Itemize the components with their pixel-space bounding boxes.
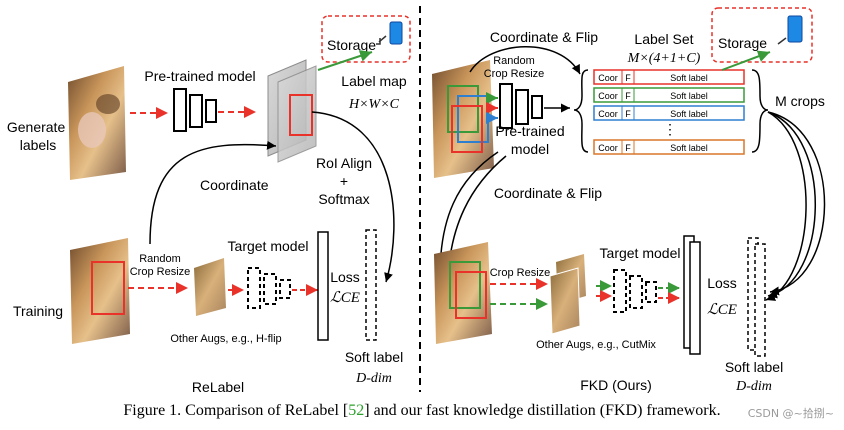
- storage-drive-icon-right: [787, 15, 803, 43]
- loss-symbol-left: ℒCE: [330, 290, 360, 306]
- plus-label: +: [340, 173, 348, 189]
- cropped-images-right: [549, 254, 586, 335]
- coord-flip-top-label: Coordinate & Flip: [490, 29, 598, 45]
- figure-caption: Figure 1. Comparison of ReLabel [52] and…: [123, 402, 721, 419]
- soft-label-vector-left: [365, 229, 377, 341]
- coordinate-curve-left: [149, 140, 277, 245]
- loss-label-left: Loss: [330, 269, 360, 285]
- row-soft-label: Soft label: [670, 91, 708, 101]
- row-coor: Coor: [598, 73, 618, 83]
- svg-text:Storage: Storage: [718, 35, 767, 51]
- softmax-label: Softmax: [318, 191, 369, 207]
- pretrained-network-left: [173, 88, 217, 132]
- input-image-bottom-left: [70, 238, 130, 344]
- curve-labelmap-to-soft-label: [311, 111, 395, 283]
- target-network-right: [613, 269, 657, 313]
- watermark: CSDN @~拾捌~: [747, 407, 834, 420]
- storage-box-right: Storage: [711, 7, 813, 63]
- label-map-title: Label map: [341, 73, 407, 89]
- row-soft-label: Soft label: [670, 73, 708, 83]
- crop-resize-label-right: Crop Resize: [490, 267, 551, 279]
- row-coor: Coor: [598, 91, 618, 101]
- caption-fkd: FKD (Ours): [580, 377, 652, 393]
- label-map-stack: [267, 59, 317, 163]
- pretrained-network-right: [499, 83, 543, 129]
- coord-flip-bottom-label: Coordinate & Flip: [494, 185, 602, 201]
- m-crops-curve-3: [765, 111, 807, 301]
- target-model-label-right: Target model: [600, 245, 681, 261]
- label-set-title: Label Set: [634, 31, 693, 47]
- citation-ref[interactable]: 52: [348, 402, 365, 419]
- green-arrow-to-storage-right: [721, 50, 771, 71]
- row-flip: F: [625, 109, 631, 119]
- input-image-top-left: [68, 66, 126, 180]
- storage-drive-icon: [389, 21, 403, 45]
- label-set-dims: M×(4+1+C): [627, 51, 701, 66]
- row-label-training: Training: [13, 303, 63, 319]
- row-soft-label: Soft label: [670, 143, 708, 153]
- input-image-bottom-right: [434, 242, 492, 344]
- label-set-row: Coor F Soft label: [593, 105, 745, 121]
- row-flip: F: [625, 143, 631, 153]
- target-model-label-left: Target model: [228, 238, 309, 254]
- m-crops-brace: [751, 69, 769, 153]
- svg-text:Storage: Storage: [327, 37, 376, 53]
- row-coor: Coor: [598, 109, 618, 119]
- roi-align-label: RoI Align: [316, 155, 372, 171]
- coordinate-label-left: Coordinate: [200, 177, 269, 193]
- loss-label-right: Loss: [707, 275, 737, 291]
- soft-label-vectors-right: [747, 237, 766, 357]
- row-soft-label: Soft label: [670, 109, 708, 119]
- loss-symbol-right: ℒCE: [707, 302, 737, 318]
- output-vectors-right: [683, 235, 701, 355]
- row-coor: Coor: [598, 143, 618, 153]
- soft-label-text-left: Soft label: [345, 349, 403, 365]
- soft-label-dim-right: D-dim: [735, 379, 772, 394]
- target-network-left: [247, 267, 291, 309]
- label-set-brace: [573, 69, 589, 153]
- label-set-row: Coor F Soft label: [593, 69, 745, 85]
- output-vector-left: [317, 231, 329, 341]
- label-set-row: Coor F Soft label: [593, 87, 745, 103]
- row-label-generate: Generate labels: [7, 119, 69, 153]
- label-set-dots: ⋮: [663, 121, 677, 137]
- pretrained-model-label-left: Pre-trained model: [144, 68, 255, 84]
- other-augs-right: Other Augs, e.g., CutMix: [536, 339, 656, 351]
- other-augs-left: Other Augs, e.g., H-flip: [170, 333, 281, 345]
- label-map-dims: H×W×C: [348, 97, 400, 112]
- cropped-image-left: [194, 258, 226, 316]
- soft-label-text-right: Soft label: [725, 359, 783, 375]
- label-set-row: Coor F Soft label: [593, 139, 745, 155]
- soft-label-dim-left: D-dim: [355, 371, 392, 386]
- coord-flip-top-curve: [469, 46, 581, 75]
- storage-box-left: Storage: [321, 15, 411, 63]
- m-crops-curve-1: [767, 111, 826, 296]
- green-arrow-to-storage-left: [317, 50, 373, 71]
- row-flip: F: [625, 73, 631, 83]
- m-crops-label: M crops: [775, 93, 825, 109]
- caption-relabel: ReLabel: [192, 379, 244, 395]
- row-flip: F: [625, 91, 631, 101]
- m-crops-curve-2: [767, 111, 816, 299]
